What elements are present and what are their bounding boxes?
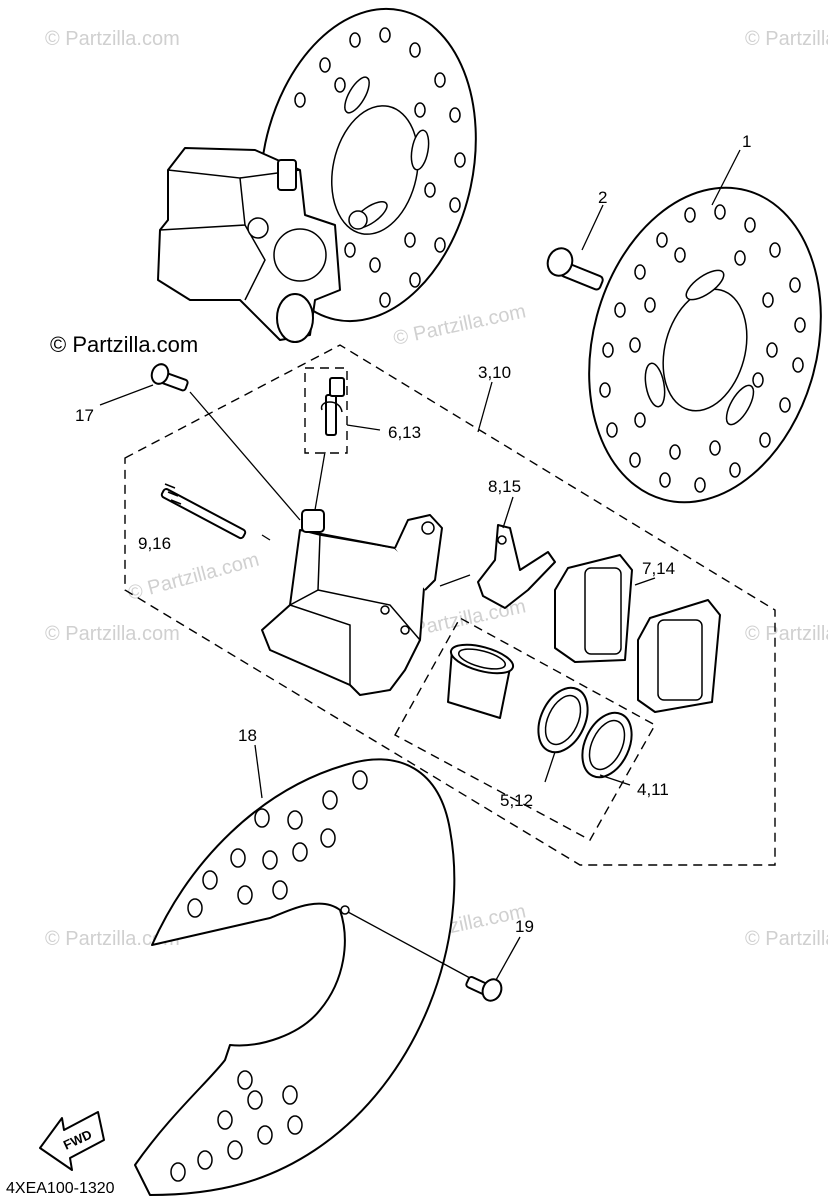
watermark: © Partzilla.com <box>45 623 180 645</box>
watermark: © Partzilla.com <box>745 928 828 950</box>
callout-6-13: 6,13 <box>388 423 421 442</box>
callout-1: 1 <box>742 132 751 151</box>
assembled-piston-bore <box>273 228 327 282</box>
caliper-assembly-box <box>124 344 776 866</box>
outer-pad <box>637 599 721 713</box>
callouts: 1 2 3,10 17 6,13 8,15 9,16 7,14 18 4,11 … <box>75 132 751 936</box>
part-6-13-bleeder <box>320 377 345 436</box>
callout-7-14: 7,14 <box>642 559 675 578</box>
part-7-14-brake-pads <box>554 554 721 713</box>
disc-slot <box>725 384 755 426</box>
callout-8-15: 8,15 <box>488 477 521 496</box>
guard-outline <box>134 758 456 1196</box>
assembled-disc-hub <box>331 105 419 235</box>
callout-19: 19 <box>515 917 534 936</box>
watermark: © Partzilla.com <box>745 28 828 50</box>
assembled-disc-holes <box>294 27 466 308</box>
disc-hub <box>662 288 748 412</box>
part-2-disc-bolt <box>546 247 604 291</box>
part-3-10-caliper <box>261 509 443 696</box>
callout-5-12: 5,12 <box>500 791 533 810</box>
disc-holes <box>599 204 806 493</box>
assembled-brake-illustration: © Partzilla.com <box>50 7 477 357</box>
watermark: © Partzilla.com <box>45 928 180 950</box>
callout-2: 2 <box>598 188 607 207</box>
callout-3-10: 3,10 <box>478 363 511 382</box>
part-1-brake-disc <box>588 186 822 504</box>
watermark: © Partzilla.com <box>45 28 180 50</box>
bolt-head <box>546 247 574 277</box>
part-17-bolt <box>150 363 189 392</box>
watermark: © Partzilla.com <box>126 549 262 605</box>
guard-holes <box>170 770 368 1182</box>
part-18-disc-guard <box>134 758 456 1196</box>
assembled-bleeder <box>277 159 297 191</box>
assembled-piston <box>276 293 314 343</box>
piston-seal-box <box>394 617 656 841</box>
fwd-arrow-icon: FWD <box>39 1111 105 1171</box>
part-8-15-pad-spring <box>477 524 556 609</box>
bleeder-box <box>304 367 348 454</box>
bleeder-boss <box>301 509 325 533</box>
piston <box>447 643 515 719</box>
callout-4-11: 4,11 <box>637 780 669 799</box>
assembled-disc-slot <box>410 129 430 171</box>
inner-pad <box>554 554 633 663</box>
callout-9-16: 9,16 <box>138 534 171 553</box>
part-19-bolt <box>465 975 503 1002</box>
callout-17: 17 <box>75 406 94 425</box>
callout-18: 18 <box>238 726 257 745</box>
disc-slot <box>644 362 666 408</box>
leader-lines <box>99 149 741 981</box>
part-4-11-seal <box>581 711 633 779</box>
watermark: © Partzilla.com <box>391 300 527 350</box>
disc-slot <box>685 269 725 301</box>
part-9-16-pin <box>160 483 247 540</box>
watermark: © Partzilla.com <box>745 623 828 645</box>
part-5-12-seal <box>537 686 589 754</box>
diagram-code: 4XEA100-1320 <box>6 1180 115 1197</box>
copyright-label: © Partzilla.com <box>50 332 198 357</box>
assembled-disc-slot <box>344 76 370 114</box>
